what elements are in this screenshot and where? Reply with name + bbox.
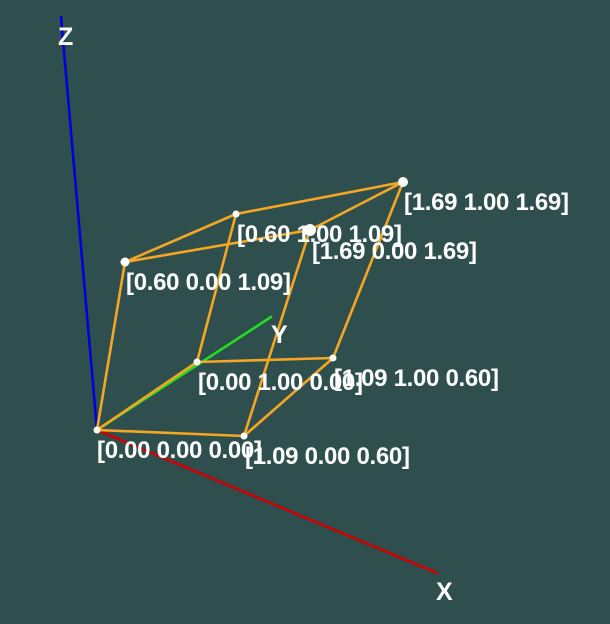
vertex-label-v101: [1.69 0.00 1.69] xyxy=(312,238,477,265)
vertex-v111[interactable] xyxy=(398,177,408,187)
edge-v010-v110 xyxy=(195,212,238,364)
vertex-label-v010: [0.00 1.00 0.00] xyxy=(198,369,363,396)
edge-v001-v011 xyxy=(242,356,335,438)
vertex-label-v110: [0.60 1.00 1.09] xyxy=(237,221,402,248)
edge-v001-v101 xyxy=(242,228,312,438)
z-axis-line xyxy=(59,15,99,432)
vertex-v001[interactable] xyxy=(240,432,248,440)
edge-v100-v101 xyxy=(123,228,312,264)
y-axis-label: Y xyxy=(271,321,288,349)
vertex-labels: [1.69 1.00 1.69] [0.60 1.00 1.09] [1.69 … xyxy=(97,189,569,470)
edge-v110-v111 xyxy=(234,180,405,216)
parallelepiped-edges xyxy=(95,180,405,438)
vertex-label-v111: [1.69 1.00 1.69] xyxy=(404,189,569,216)
vertex-v101[interactable] xyxy=(304,224,316,236)
x-axis-line xyxy=(95,428,439,575)
edge-v000-v010 xyxy=(95,360,199,432)
z-axis-label: Z xyxy=(58,23,73,51)
vertex-v100[interactable] xyxy=(120,257,130,267)
vertex-label-v011: [1.09 1.00 0.60] xyxy=(334,365,499,392)
edge-v101-v111 xyxy=(308,180,405,232)
vertex-v000[interactable] xyxy=(93,426,101,434)
vertex-v011[interactable] xyxy=(329,354,337,362)
edge-v010-v011 xyxy=(195,356,335,364)
vertex-label-v000: [0.00 0.00 0.00] xyxy=(97,437,262,464)
vertex-points xyxy=(93,177,408,440)
edge-v011-v111 xyxy=(331,180,405,360)
x-axis-label: X xyxy=(436,578,453,606)
edge-v000-v100 xyxy=(95,260,127,432)
vertex-label-v001: [1.09 0.00 0.60] xyxy=(245,443,410,470)
edge-v100-v110 xyxy=(123,212,238,264)
vertex-v110[interactable] xyxy=(232,210,240,218)
vertex-v010[interactable] xyxy=(193,358,201,366)
vertex-label-v100: [0.60 0.00 1.09] xyxy=(126,269,291,296)
edge-v000-v001 xyxy=(95,428,246,438)
